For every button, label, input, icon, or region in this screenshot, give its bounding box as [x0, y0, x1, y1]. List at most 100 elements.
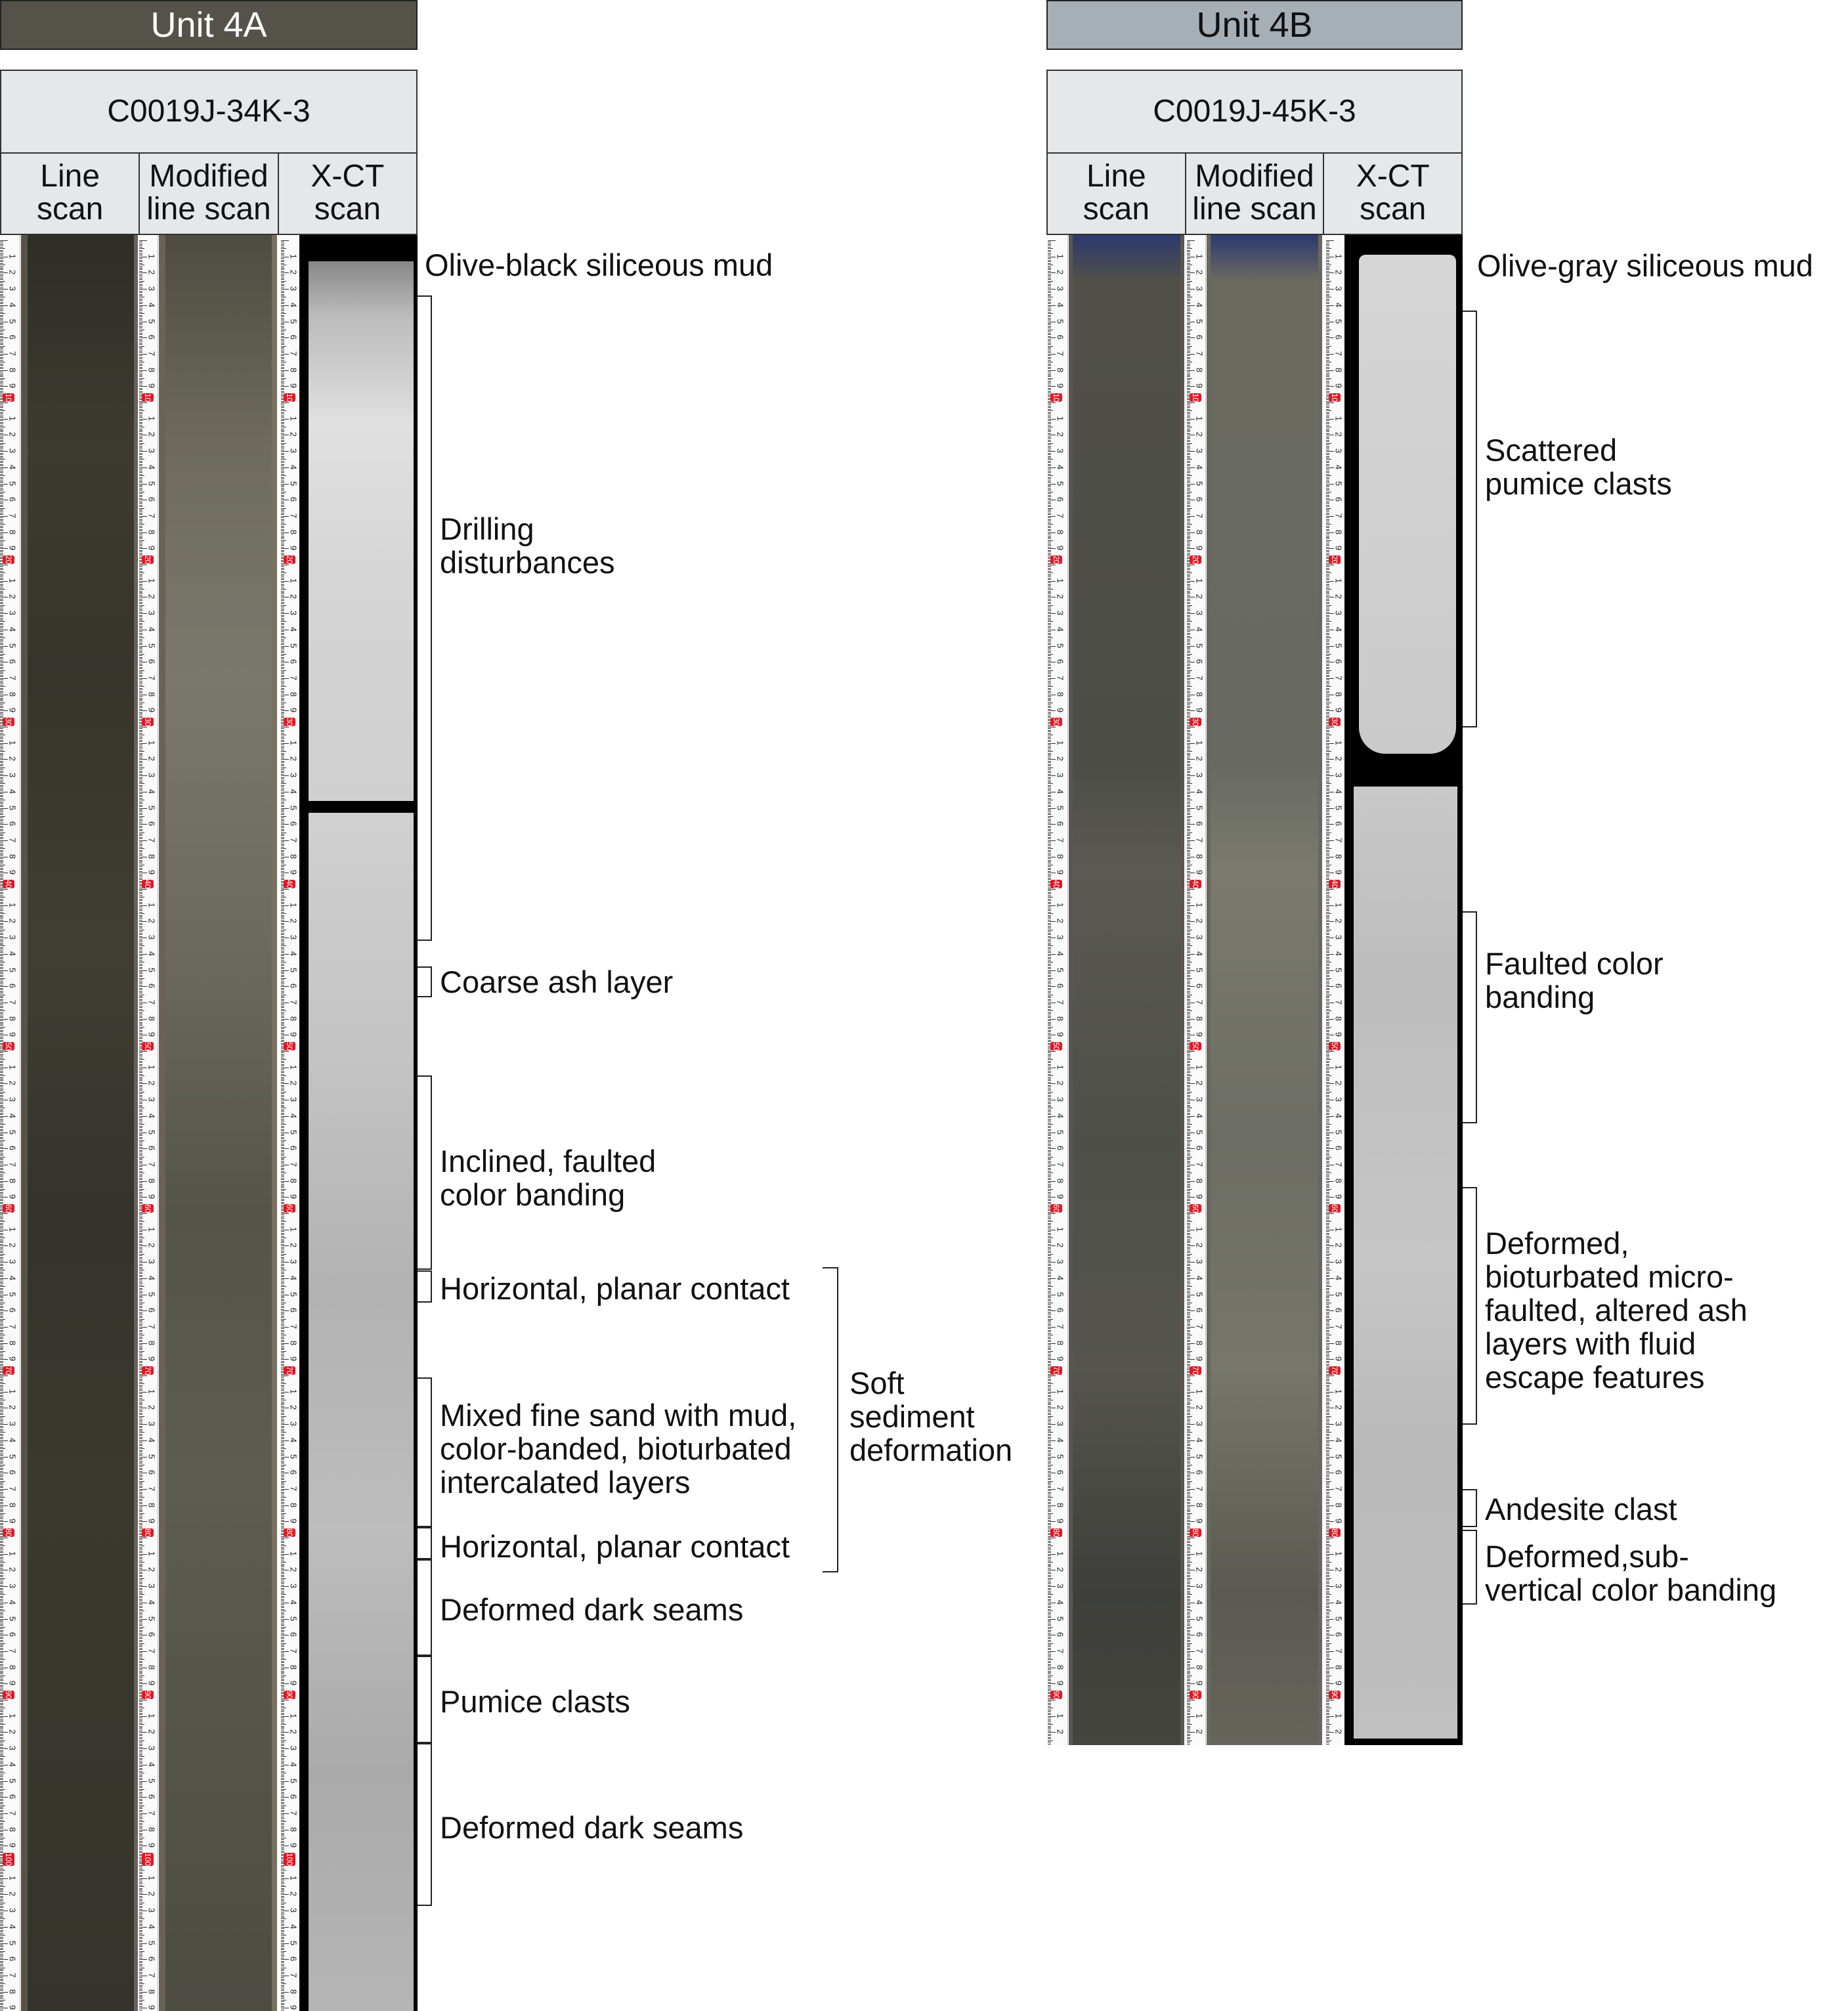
- ruler-tick: [139, 496, 142, 498]
- ruler-tick: [139, 1406, 142, 1407]
- ruler-tick: [281, 668, 284, 670]
- ruler-tick: [0, 279, 3, 280]
- ruler-tick: [281, 240, 289, 241]
- ruler-tick: [0, 783, 5, 785]
- ruler-tick: [0, 1662, 3, 1664]
- ruler-tick: [1187, 429, 1190, 431]
- ruler-cm-label: 4: [288, 626, 299, 632]
- ruler-tick: [0, 1983, 5, 1985]
- ruler-tick: [1048, 905, 1056, 906]
- ruler-cm-label: 8: [288, 1016, 299, 1021]
- ruler-tick: [0, 743, 8, 744]
- ruler-tick: [281, 996, 284, 997]
- ruler-tick: [0, 1502, 3, 1503]
- ruler-tick: [0, 991, 3, 992]
- ruler-tick: [281, 517, 284, 519]
- ruler-cm-label: 7: [7, 1648, 18, 1653]
- ruler-cm-label: 2: [146, 756, 157, 762]
- ruler-cm-label: 1: [288, 902, 299, 907]
- ruler-tick: [281, 1325, 284, 1326]
- ruler-tick: [1048, 1231, 1051, 1232]
- ruler-tick: [139, 1701, 142, 1702]
- ruler-tick: [1048, 613, 1056, 615]
- ruler-tick: [1048, 527, 1051, 529]
- ruler-tick: [281, 559, 284, 561]
- ruler-tick: [281, 691, 284, 692]
- ruler-tick: [0, 1455, 3, 1456]
- ruler-tick: [139, 1007, 142, 1008]
- ruler-tick: [139, 1124, 144, 1125]
- ruler-tick: [1048, 538, 1051, 540]
- ruler-tick: [1187, 444, 1190, 446]
- ruler-tick: [0, 1218, 3, 1219]
- ruler-tick: [139, 952, 142, 953]
- ruler-tick: [1048, 819, 1051, 820]
- ruler-tick: [139, 1425, 142, 1427]
- ruler-tick: [0, 473, 3, 475]
- ruler-tick: [0, 425, 3, 426]
- ruler-tick: [1048, 1479, 1051, 1481]
- ruler-tick: [1187, 443, 1192, 444]
- ruler-tick: [0, 793, 3, 794]
- ruler-tick: [281, 1878, 289, 1879]
- ruler-tick: [0, 352, 3, 353]
- ruler-cm-label: 4: [7, 302, 18, 307]
- ruler-tick: [0, 397, 3, 399]
- ruler-tick: [0, 1659, 5, 1660]
- ruler-cm-label: 5: [7, 1291, 18, 1297]
- ruler-tick: [1048, 1114, 1051, 1115]
- ruler-tick: [1048, 1607, 1051, 1609]
- ruler-tick: [139, 1017, 142, 1018]
- ruler-tick: [139, 1970, 142, 1972]
- ruler-tick: [0, 1595, 3, 1597]
- ruler-cm-label: 3: [7, 286, 18, 292]
- ruler-tick: [1187, 397, 1190, 399]
- ruler-tick: [1048, 1565, 1051, 1566]
- ruler-tick: [281, 915, 284, 916]
- ruler-cm-label: 5: [146, 1291, 157, 1297]
- ruler-tick: [0, 1977, 3, 1978]
- ruler-cm-label: 5: [1055, 1454, 1065, 1459]
- ruler-tick: [139, 1630, 142, 1631]
- ruler-tick: [281, 717, 284, 718]
- ruler-tick: [0, 686, 5, 687]
- ruler-tick: [281, 532, 289, 533]
- ruler-tick: [1048, 1599, 1051, 1600]
- ruler-cm-label: 7: [7, 837, 18, 842]
- ruler-tick: [139, 1354, 142, 1355]
- ruler-decade-label: 90: [3, 1691, 14, 1700]
- ruler-tick: [1187, 473, 1190, 475]
- ruler-decade-label: 60: [3, 1204, 14, 1213]
- ruler-tick: [1048, 1534, 1051, 1536]
- ruler-tick: [0, 1477, 3, 1479]
- ruler-decade-label: 20: [3, 555, 14, 565]
- ruler-tick: [0, 1081, 3, 1083]
- ruler-tick: [0, 530, 3, 532]
- ruler-tick: [139, 1072, 142, 1073]
- ruler-cm-label: 2: [7, 1567, 18, 1572]
- ruler-tick: [139, 1305, 142, 1307]
- ruler-cm-label: 1: [7, 1064, 18, 1070]
- ruler-tick: [1048, 665, 1051, 666]
- ruler-tick: [281, 1563, 284, 1565]
- ruler-tick: [1048, 1022, 1051, 1023]
- ruler-cm-label: 2: [1194, 432, 1205, 437]
- ruler-tick: [1048, 1733, 1051, 1735]
- ruler-tick: [281, 1589, 284, 1591]
- ruler-tick: [281, 1790, 284, 1792]
- ruler-tick: [139, 1232, 142, 1234]
- ruler-tick: [281, 666, 284, 668]
- ruler-tick: [139, 584, 142, 585]
- ruler-tick: [1048, 936, 1051, 937]
- ruler-tick: [281, 1863, 284, 1865]
- ruler-tick: [1048, 407, 1051, 408]
- ruler-tick: [0, 911, 3, 913]
- ruler-tick: [0, 1201, 3, 1203]
- ruler-tick: [139, 1085, 142, 1086]
- ruler-tick: [1048, 331, 1051, 332]
- ruler-tick: [1048, 1576, 1051, 1578]
- ruler-tick: [0, 1385, 3, 1386]
- ruler-tick: [1048, 1542, 1051, 1544]
- ruler-tick: [0, 1607, 3, 1609]
- ruler-tick: [0, 1104, 3, 1106]
